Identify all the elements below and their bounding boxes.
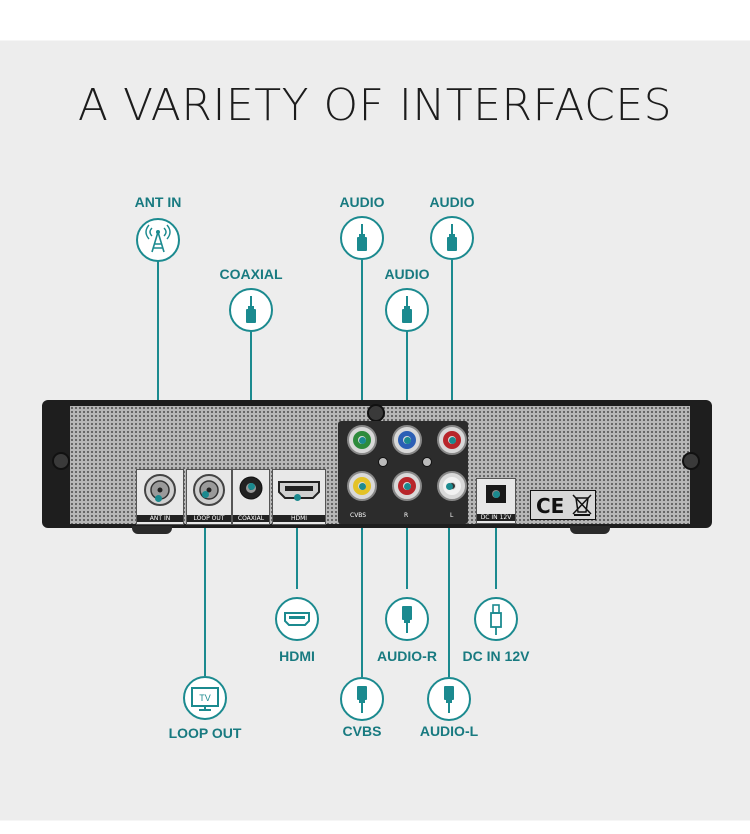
hdmi-port-icon xyxy=(278,481,320,499)
line-audio-red xyxy=(451,260,453,440)
line-loop-out xyxy=(204,494,206,676)
screw-right-icon xyxy=(682,452,700,470)
port-cvbs-label: CVBS xyxy=(350,512,367,519)
label-audio-r: AUDIO-R xyxy=(377,648,437,664)
tv-icon: TV xyxy=(183,676,227,720)
rca-green-jack xyxy=(347,425,377,455)
label-ant-in: ANT IN xyxy=(134,194,182,210)
label-audio-red: AUDIO xyxy=(429,194,475,210)
f-connector-icon xyxy=(193,474,225,506)
connector-dot xyxy=(293,493,301,501)
connector-dot xyxy=(403,482,411,490)
connector-dot xyxy=(358,482,366,490)
connector-dot xyxy=(247,482,255,490)
screw-av-icon xyxy=(378,457,388,467)
audio-plug-icon xyxy=(229,288,273,332)
audio-plug-icon xyxy=(430,216,474,260)
f-connector-icon xyxy=(144,474,176,506)
line-dc-in xyxy=(495,494,497,589)
foot-right xyxy=(570,526,610,534)
port-coaxial-label: COAXIAL xyxy=(233,515,269,522)
screw-av-icon xyxy=(422,457,432,467)
connector-dot xyxy=(445,482,453,490)
audio-plug-icon xyxy=(385,288,429,332)
weee-bin-icon xyxy=(572,494,592,516)
page-title: A VARIETY OF INTERFACES xyxy=(77,80,673,131)
label-loop-out: LOOP OUT xyxy=(168,725,242,741)
connector-dot xyxy=(154,494,162,502)
audio-plug-icon xyxy=(385,597,429,641)
screw-left-icon xyxy=(52,452,70,470)
port-loop-out: LOOP OUT xyxy=(186,469,232,525)
label-audio-l: AUDIO-L xyxy=(419,723,479,739)
connector-dot xyxy=(201,490,209,498)
foot-left xyxy=(132,526,172,534)
port-dc-in-label: DC IN 12V xyxy=(477,514,515,521)
port-loop-out-label: LOOP OUT xyxy=(187,515,231,522)
rca-blue-jack xyxy=(392,425,422,455)
line-audio-r xyxy=(406,487,408,589)
dc-plug-icon xyxy=(474,597,518,641)
label-dc-in: DC IN 12V xyxy=(462,648,530,664)
line-audio-green xyxy=(361,260,363,440)
audio-plug-icon xyxy=(340,677,384,721)
certification-plate: CE xyxy=(530,490,596,520)
line-audio-l xyxy=(448,485,450,677)
label-coaxial: COAXIAL xyxy=(219,266,283,282)
antenna-icon xyxy=(136,218,180,262)
connector-dot xyxy=(403,436,411,444)
line-ant-in xyxy=(157,260,159,498)
port-ant-in-label: ANT IN xyxy=(137,515,183,522)
connector-dot xyxy=(448,436,456,444)
screw-top-icon xyxy=(367,404,385,422)
label-cvbs: CVBS xyxy=(342,723,382,739)
hdmi-icon xyxy=(275,597,319,641)
line-hdmi xyxy=(296,497,298,589)
ce-mark: CE xyxy=(536,494,565,518)
port-r-label: R xyxy=(404,512,409,519)
connector-dot xyxy=(492,490,500,498)
connector-dot xyxy=(358,436,366,444)
line-audio-blue xyxy=(406,331,408,441)
port-hdmi-label: HDMI xyxy=(273,515,325,522)
audio-plug-icon xyxy=(340,216,384,260)
label-hdmi: HDMI xyxy=(279,648,315,664)
port-l-label: L xyxy=(450,512,454,519)
port-coaxial: COAXIAL xyxy=(232,469,270,525)
label-audio-blue: AUDIO xyxy=(384,266,430,282)
line-cvbs xyxy=(361,485,363,677)
label-audio-green: AUDIO xyxy=(339,194,385,210)
av-labels-row: CVBS R L xyxy=(340,512,466,522)
tv-icon-text: TV xyxy=(199,693,211,703)
coaxial-jack-icon xyxy=(239,476,263,500)
audio-plug-icon xyxy=(427,677,471,721)
port-ant-in: ANT IN xyxy=(136,469,184,525)
port-dc-in: DC IN 12V xyxy=(476,478,516,524)
